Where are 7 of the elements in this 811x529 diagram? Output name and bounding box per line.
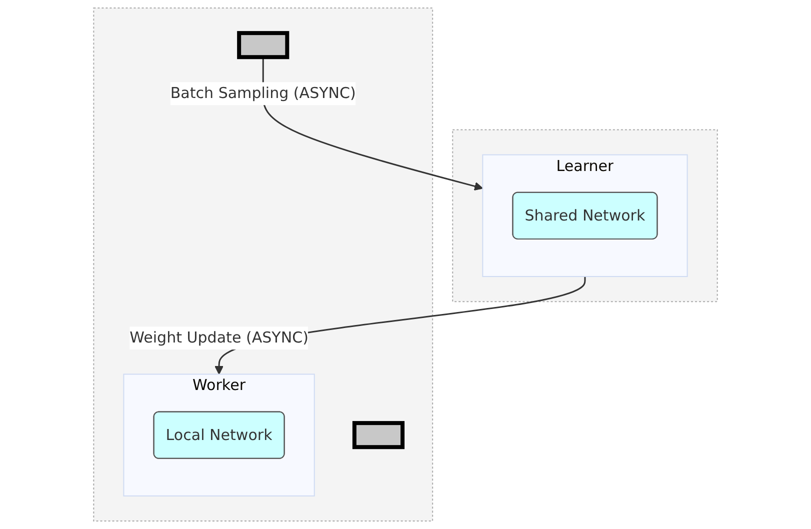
node-box: [237, 31, 290, 60]
cluster: [93, 8, 434, 522]
arrow: [262, 57, 484, 191]
cluster: [452, 129, 718, 302]
edge-label: Weight Update (ASYNC): [130, 328, 308, 347]
node-box: [352, 421, 405, 450]
edge-label: Batch Sampling (ASYNC): [170, 84, 356, 102]
